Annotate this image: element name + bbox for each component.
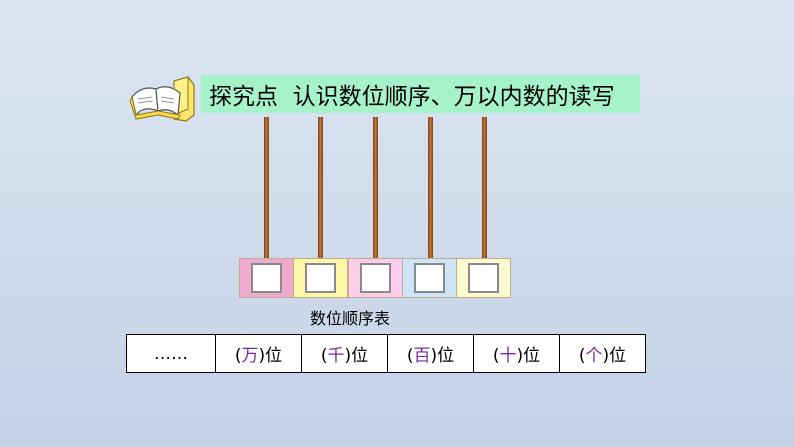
abacus-rod: [264, 117, 269, 259]
table-row: …… (万)位 (千)位 (百)位 (十)位 (个)位: [126, 334, 646, 373]
abacus-rod: [318, 117, 323, 259]
abacus-place-box: [402, 258, 457, 298]
abacus-place-box: [239, 258, 294, 298]
page-title: 探究点 认识数位顺序、万以内数的读写: [209, 84, 615, 110]
abacus-place-slot: [305, 263, 336, 293]
table-caption: 数位顺序表: [310, 309, 391, 328]
place-cell-wan: (万)位: [215, 334, 302, 373]
place-cell-qian: (千)位: [301, 334, 388, 373]
place-name: 百: [413, 346, 431, 366]
abacus-place-box: [456, 258, 511, 298]
abacus-place-slot: [251, 263, 282, 293]
place-name: 千: [327, 346, 345, 366]
place-name: 十: [499, 346, 517, 366]
abacus-place-slot: [414, 263, 445, 293]
abacus-place-slot: [360, 263, 391, 293]
abacus-place-box: [293, 258, 348, 298]
place-cell-shi: (十)位: [473, 334, 560, 373]
abacus-rod: [482, 117, 487, 259]
abacus-rod: [428, 117, 433, 259]
abacus-place-box: [348, 258, 403, 298]
place-value-table: …… (万)位 (千)位 (百)位 (十)位 (个)位: [126, 334, 646, 373]
book-icon: [129, 76, 195, 122]
place-cell-ellipsis: ……: [126, 334, 216, 373]
title-banner: 探究点 认识数位顺序、万以内数的读写: [201, 75, 640, 113]
place-cell-bai: (百)位: [387, 334, 474, 373]
abacus-place-slot: [468, 263, 499, 293]
abacus-rod: [373, 117, 378, 259]
place-name: 万: [241, 346, 259, 366]
place-name: 个: [585, 346, 603, 366]
place-cell-ge: (个)位: [559, 334, 646, 373]
